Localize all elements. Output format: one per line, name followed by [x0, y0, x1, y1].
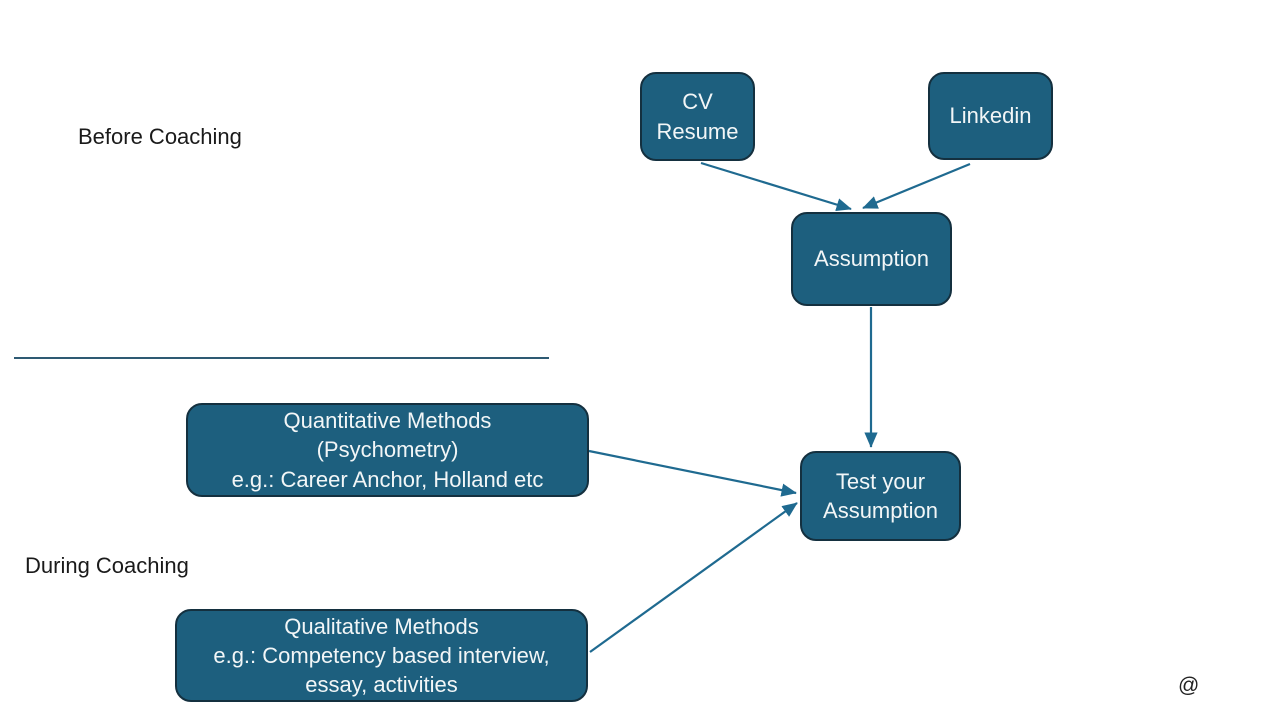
- label-during-coaching: During Coaching: [25, 553, 189, 578]
- watermark-at-sign: @: [1178, 674, 1200, 697]
- section-divider-line: [14, 357, 549, 359]
- connector-qualitative-to-test: [589, 502, 798, 653]
- node-cv-resume: CV Resume: [640, 72, 755, 161]
- node-test-your-assumption: Test your Assumption: [800, 451, 961, 541]
- node-assumption: Assumption: [791, 212, 952, 306]
- node-linkedin: Linkedin: [928, 72, 1053, 160]
- connector-quantitative-to-test: [588, 449, 797, 497]
- node-quantitative-methods: Quantitative Methods (Psychometry) e.g.:…: [186, 403, 589, 497]
- connector-linkedin-to-assumption: [862, 162, 971, 210]
- node-qualitative-methods: Qualitative Methods e.g.: Competency bas…: [175, 609, 588, 702]
- label-before-coaching: Before Coaching: [78, 124, 242, 149]
- connector-cv-resume-to-assumption: [700, 161, 852, 212]
